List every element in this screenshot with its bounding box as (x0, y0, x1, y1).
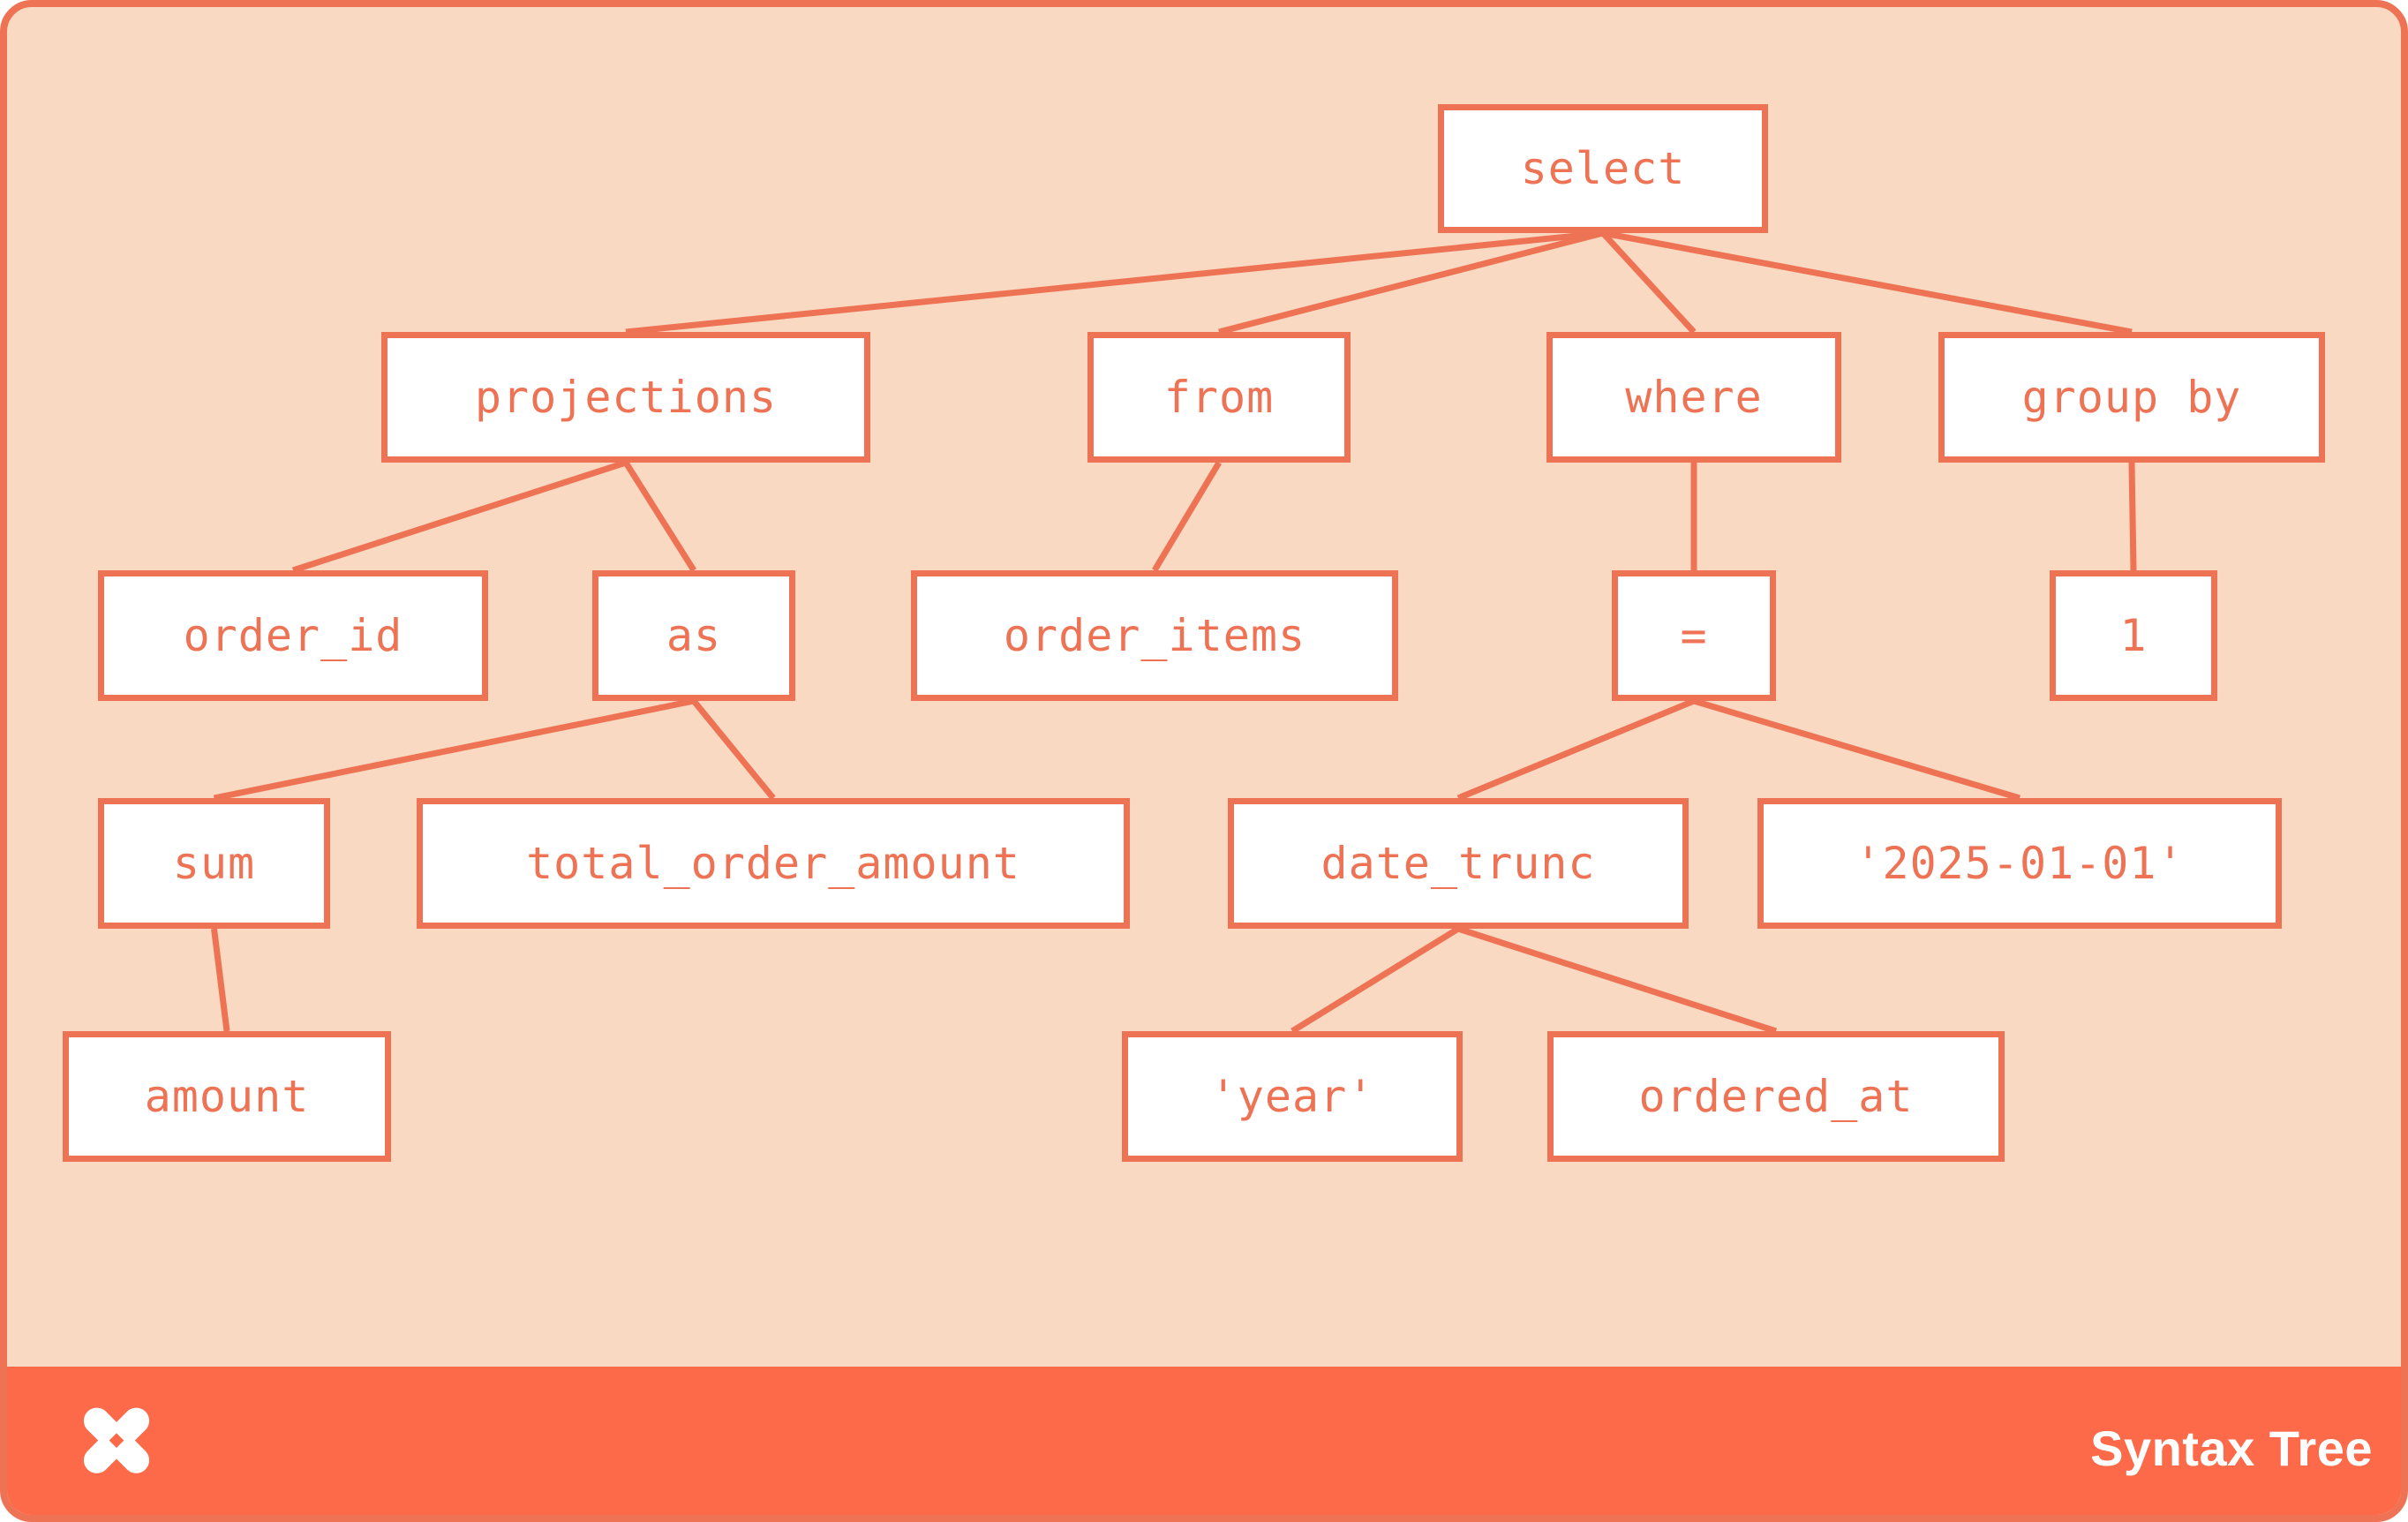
tree-node-as[interactable]: as (592, 570, 795, 701)
tree-node-label: = (1680, 610, 1708, 661)
tree-node-amount[interactable]: amount (63, 1031, 391, 1162)
tree-edge-select-to-from (1218, 230, 1604, 335)
tree-node-sum[interactable]: sum (98, 798, 330, 929)
syntax-tree-diagram: select projections from where group by order_… (7, 7, 2401, 1367)
tree-edge-equals-to-date-trunc (1456, 697, 1696, 802)
tree-edge-projections-to-as (623, 461, 696, 572)
footer-bar: Syntax Tree (7, 1367, 2401, 1515)
tree-node-where[interactable]: where (1546, 332, 1841, 463)
tree-node-group-by[interactable]: group by (1938, 332, 2325, 463)
tree-node-label: sum (172, 838, 256, 889)
tree-node-label: where (1625, 372, 1763, 423)
tree-node-ordered-at[interactable]: ordered_at (1547, 1031, 2005, 1162)
tree-edge-select-to-group-by (1602, 230, 2133, 335)
tree-edge-group-by-to-one (2128, 462, 2137, 571)
x-star-logo-icon (83, 1407, 150, 1473)
tree-node-equals[interactable]: = (1612, 570, 1776, 701)
tree-edge-date-trunc-to-ordered-at (1456, 925, 1778, 1035)
tree-node-label: projections (474, 372, 778, 423)
tree-edge-as-to-sum (213, 697, 695, 802)
tree-node-from[interactable]: from (1087, 332, 1351, 463)
tree-edge-select-to-projections (625, 230, 1604, 335)
tree-edges-layer (211, 230, 2137, 1035)
tree-node-total-order-amount[interactable]: total_order_amount (417, 798, 1130, 929)
tree-node-date-trunc[interactable]: date_trunc (1228, 798, 1689, 929)
tree-node-select[interactable]: select (1438, 104, 1768, 233)
tree-edge-equals-to-date-literal (1693, 697, 2020, 802)
tree-node-order-items[interactable]: order_items (911, 570, 1398, 701)
tree-node-label: ordered_at (1638, 1071, 1914, 1122)
tree-node-date-literal[interactable]: '2025-01-01' (1757, 798, 2282, 929)
tree-node-label: group by (2021, 372, 2242, 423)
tree-edge-date-trunc-to-year-literal (1291, 926, 1460, 1034)
tree-node-one[interactable]: 1 (2050, 570, 2217, 701)
tree-node-label: 'year' (1209, 1071, 1375, 1122)
tree-node-label: date_trunc (1321, 838, 1596, 889)
tree-node-label: select (1520, 143, 1686, 194)
footer-title: Syntax Tree (2090, 1420, 2373, 1476)
tree-node-label: 1 (2119, 610, 2148, 661)
tree-edge-select-to-where (1600, 230, 1697, 335)
tree-edge-as-to-total-order-amount (691, 698, 776, 801)
tree-node-label: order_items (1003, 610, 1306, 661)
tree-edge-sum-to-amount (211, 928, 230, 1032)
tree-node-label: from (1163, 372, 1275, 423)
tree-edge-from-to-order-items (1151, 461, 1223, 572)
tree-node-label: '2025-01-01' (1855, 838, 2185, 889)
tree-node-year-literal[interactable]: 'year' (1122, 1031, 1463, 1162)
tree-node-order-id[interactable]: order_id (98, 570, 488, 701)
tree-node-label: total_order_amount (526, 838, 1020, 889)
tree-edge-projections-to-order-id (291, 459, 628, 574)
tree-node-label: amount (144, 1071, 310, 1122)
tree-node-projections[interactable]: projections (381, 332, 870, 463)
tree-node-label: order_id (183, 610, 403, 661)
tree-node-label: as (666, 610, 722, 661)
